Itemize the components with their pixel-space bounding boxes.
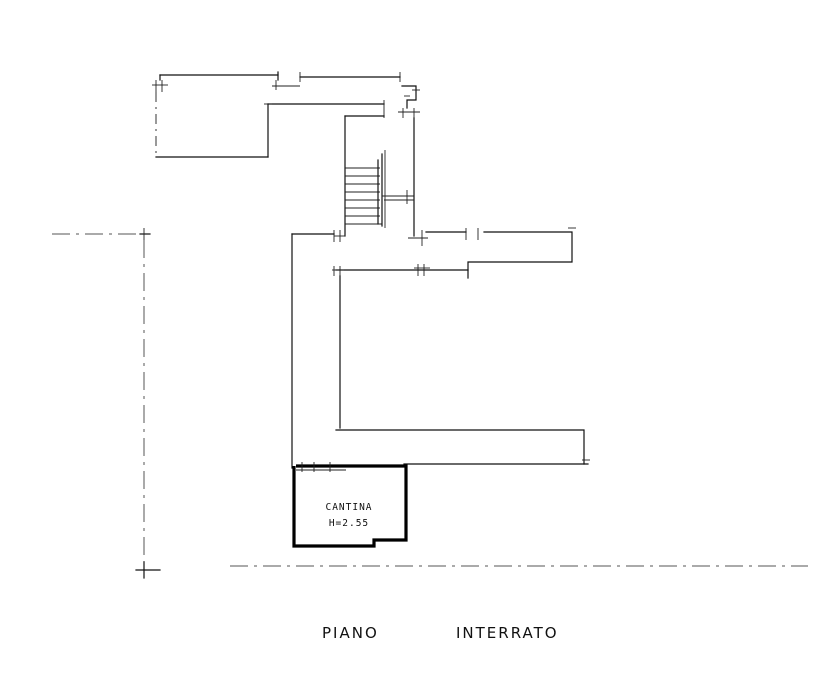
room-height-label: H=2.55 xyxy=(329,518,369,529)
upper-left-wing xyxy=(152,71,420,158)
stair-core xyxy=(333,108,428,246)
plan-title-word2: INTERRATO xyxy=(456,624,559,642)
site-boundary xyxy=(52,228,808,579)
plan-title-word1: PIANO xyxy=(322,624,379,642)
right-wing xyxy=(332,227,590,465)
cantina-room xyxy=(292,462,408,548)
corridor-wall xyxy=(291,233,335,469)
stair-treads xyxy=(345,150,414,228)
room-name-label: CANTINA xyxy=(325,502,372,513)
